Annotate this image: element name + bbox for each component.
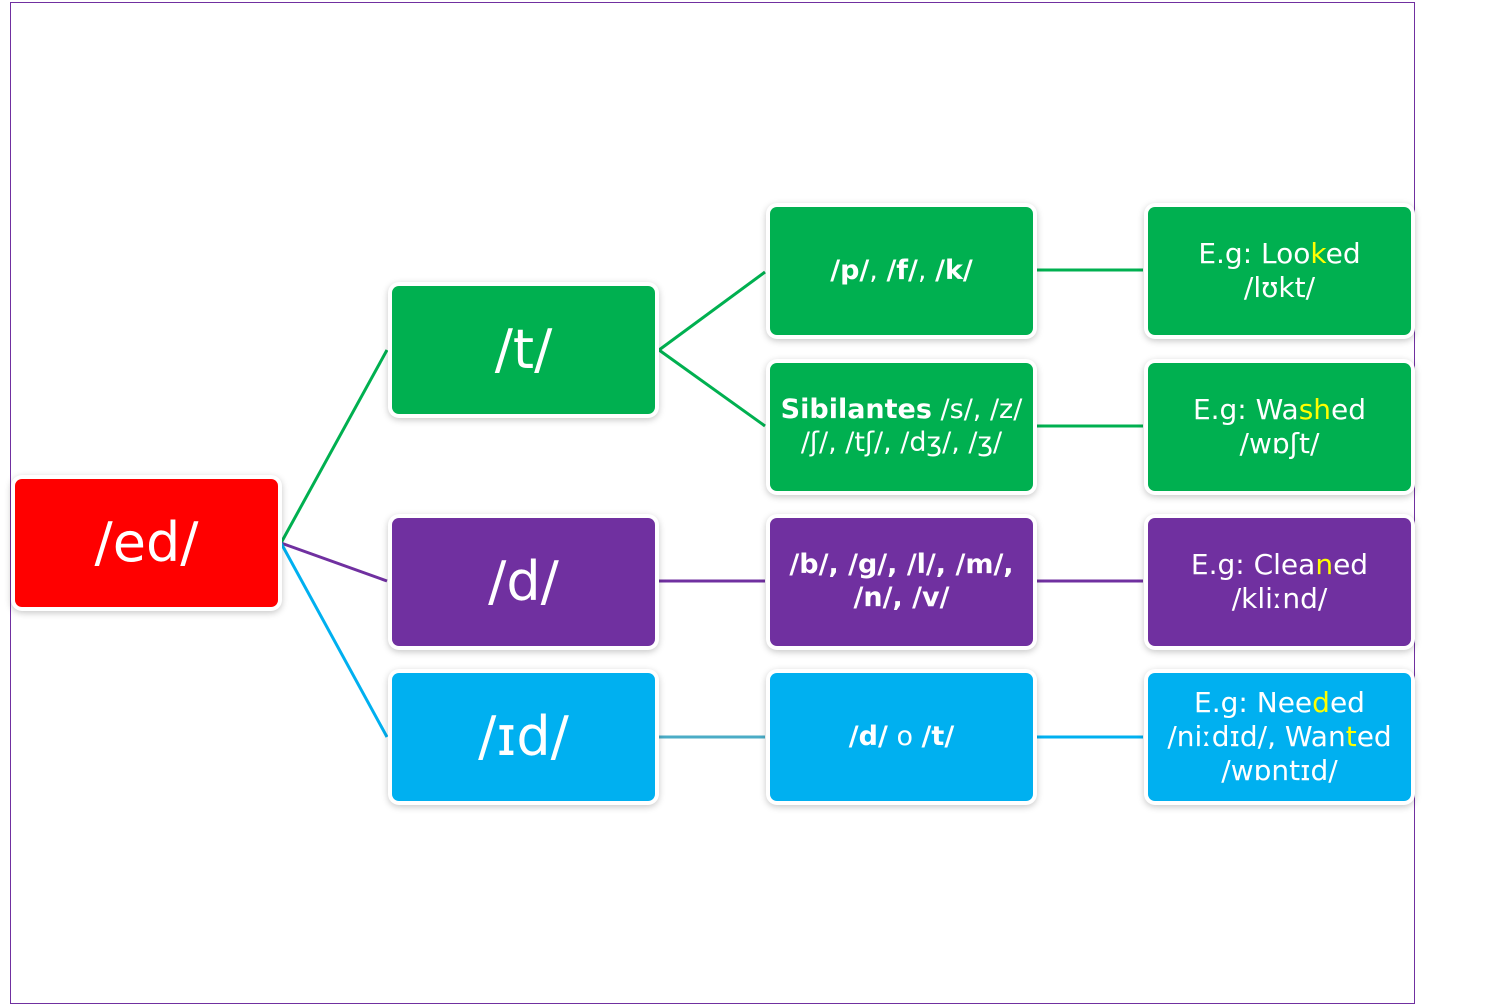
root-label: /ed/ bbox=[94, 511, 199, 575]
example-looked-text: E.g: Looked /lʊkt/ bbox=[1198, 236, 1361, 304]
root-node: /ed/ bbox=[15, 479, 278, 607]
example-washed-node: E.g: Washed /wɒʃt/ bbox=[1148, 363, 1411, 491]
branch-d-label: /d/ bbox=[488, 550, 559, 614]
connector-t-voiceless bbox=[658, 270, 766, 352]
branch-id-label: /ɪd/ bbox=[478, 705, 569, 769]
example-looked-node: E.g: Looked /lʊkt/ bbox=[1148, 207, 1411, 335]
branch-t-label: /t/ bbox=[494, 318, 553, 382]
example-cleaned-node: E.g: Cleaned /kliːnd/ bbox=[1148, 518, 1411, 646]
example-needed-text: E.g: Needed /niːdɪd/, Wanted /wɒntɪd/ bbox=[1167, 685, 1392, 788]
example-washed-text: E.g: Washed /wɒʃt/ bbox=[1192, 392, 1367, 460]
example-needed-node: E.g: Needed /niːdɪd/, Wanted /wɒntɪd/ bbox=[1148, 673, 1411, 801]
rule-voiced-text: /b/, /g/, /l/, /m/, /n/, /v/ bbox=[789, 549, 1014, 613]
slide-frame bbox=[10, 2, 1415, 1004]
example-cleaned-text: E.g: Cleaned /kliːnd/ bbox=[1190, 547, 1369, 615]
rule-voiceless-text: /p/, /f/, /k/ bbox=[830, 254, 973, 286]
connector-t-sibilants bbox=[658, 348, 766, 428]
rule-sibilants-text: Sibilantes /s/, /z/ /ʃ/, /tʃ/, /dʒ/, /ʒ/ bbox=[780, 394, 1023, 458]
connector-root-d bbox=[280, 541, 388, 583]
rule-id-text: /d/ o /t/ bbox=[848, 720, 955, 752]
branch-id-node: /ɪd/ bbox=[392, 673, 655, 801]
branch-d-node: /d/ bbox=[392, 518, 655, 646]
connector-root-t bbox=[279, 349, 389, 544]
branch-t-node: /t/ bbox=[392, 286, 655, 414]
rule-sibilants-node: Sibilantes /s/, /z/ /ʃ/, /tʃ/, /dʒ/, /ʒ/ bbox=[770, 363, 1033, 491]
rule-id-node: /d/ o /t/ bbox=[770, 673, 1033, 801]
rule-voiced-node: /b/, /g/, /l/, /m/, /n/, /v/ bbox=[770, 518, 1033, 646]
rule-voiceless-node: /p/, /f/, /k/ bbox=[770, 207, 1033, 335]
connector-root-id bbox=[279, 542, 389, 738]
